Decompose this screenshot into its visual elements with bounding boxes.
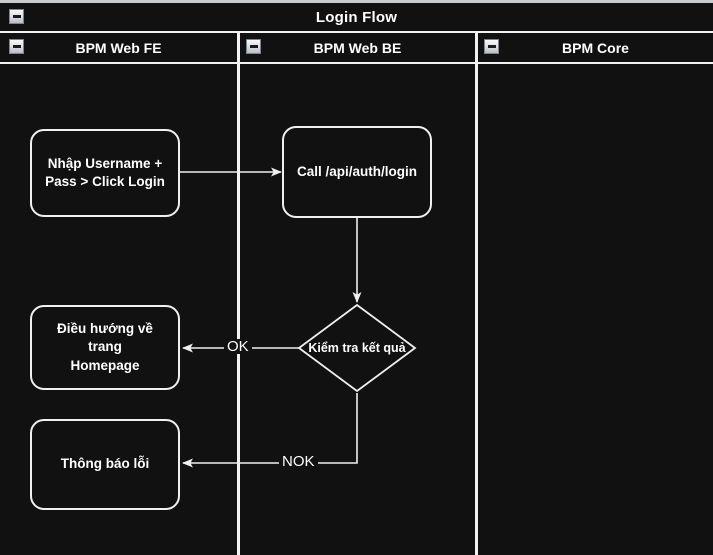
task-node-redirect-homepage[interactable]: Điều hướng về trang Homepage [30, 305, 180, 390]
lane-header-fe[interactable]: BPM Web FE [0, 33, 237, 62]
lane-collapse-minus-icon-fe[interactable] [9, 39, 24, 54]
pool-title-label: Login Flow [315, 8, 398, 26]
lane-label-core: BPM Core [562, 39, 629, 56]
pool-title-bar: Login Flow [0, 3, 713, 31]
lane-divider-be-core [475, 33, 478, 555]
lane-header-divider [0, 62, 713, 64]
lane-divider-fe-be [237, 33, 240, 555]
task-node-label: Call /api/auth/login [296, 163, 417, 179]
lane-collapse-minus-icon-be[interactable] [246, 39, 261, 54]
task-node-label: Thông báo lỗi [60, 456, 150, 472]
pool-title-divider [0, 31, 713, 33]
task-node-input-credentials[interactable]: Nhập Username + Pass > Click Login [30, 129, 180, 217]
lane-header-core[interactable]: BPM Core [478, 33, 713, 62]
task-node-show-error[interactable]: Thông báo lỗi [30, 419, 180, 510]
lane-label-be: BPM Web BE [313, 39, 402, 56]
minus-glyph [487, 45, 496, 48]
task-node-label: Điều hướng về trang Homepage [57, 321, 153, 373]
pool-collapse-minus-icon[interactable] [9, 9, 24, 24]
task-node-call-login-api[interactable]: Call /api/auth/login [282, 126, 432, 218]
minus-glyph [12, 45, 21, 48]
window-top-strip [0, 0, 713, 3]
lane-label-fe: BPM Web FE [75, 39, 162, 56]
minus-glyph [12, 15, 21, 18]
task-node-label: Nhập Username + Pass > Click Login [45, 155, 165, 189]
edge-label-ok: OK [224, 339, 252, 354]
minus-glyph [249, 45, 258, 48]
lane-header-be[interactable]: BPM Web BE [240, 33, 475, 62]
edge-label-nok: NOK [279, 454, 318, 469]
decision-node-check-result[interactable]: Kiểm tra kết quả [297, 303, 417, 393]
lane-collapse-minus-icon-core[interactable] [484, 39, 499, 54]
edge-n3-n5-nok [182, 393, 358, 468]
